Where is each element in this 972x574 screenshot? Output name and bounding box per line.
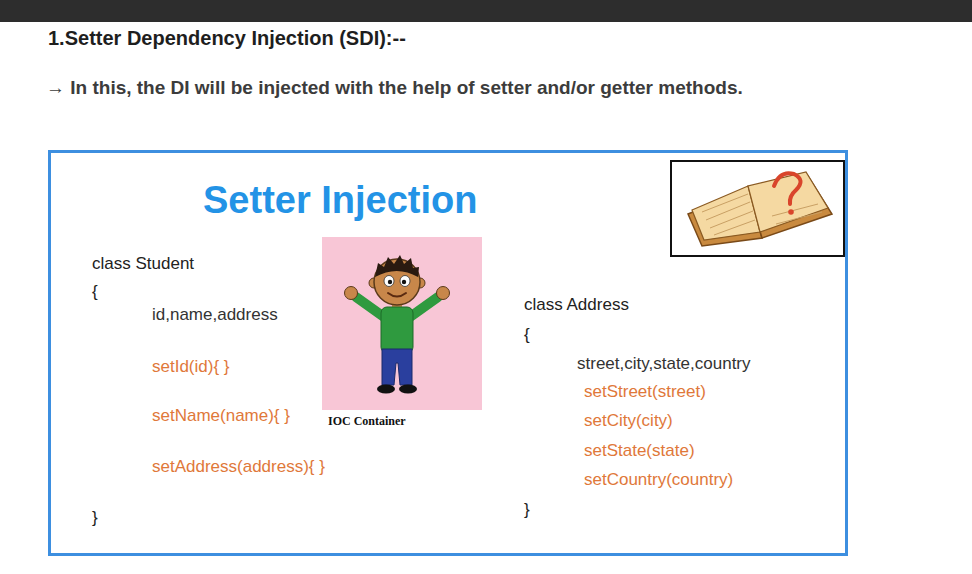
description-text: → In this, the DI will be injected with … (46, 74, 846, 102)
brace: { (524, 324, 530, 346)
top-bar (0, 0, 972, 22)
setter-method: setCity(city) (584, 410, 673, 432)
class-name: class Student (92, 253, 194, 275)
setter-method: setStreet(street) (584, 381, 706, 403)
question-dot (788, 209, 794, 215)
mouth (388, 293, 406, 297)
book-icon (671, 161, 844, 256)
container-label: IOC Container (328, 414, 406, 428)
question-mark (774, 173, 801, 204)
setter-method: setName(name){ } (152, 405, 290, 427)
setter-method: setId(id){ } (152, 356, 230, 378)
page-heading: 1.Setter Dependency Injection (SDI):-- (48, 25, 406, 51)
eye (400, 276, 410, 287)
hand (437, 287, 450, 300)
shoe (377, 385, 395, 394)
boy-illustration (322, 237, 482, 410)
field-list: street,city,state,country (577, 353, 751, 375)
pupil (388, 280, 392, 284)
hand (345, 287, 358, 300)
diagram-frame: Setter Injection IOC Container (48, 150, 848, 556)
icon-frame (671, 161, 844, 256)
brace: } (524, 499, 530, 521)
setter-method: setState(state) (584, 440, 695, 462)
class-name: class Address (524, 294, 629, 316)
frame-title: Setter Injection (203, 178, 478, 222)
page-lines (702, 194, 755, 235)
field-list: id,name,address (152, 304, 278, 326)
book-page (748, 172, 828, 232)
page-lines (772, 204, 822, 224)
hair (375, 255, 419, 277)
ioc-container-box: IOC Container (322, 237, 482, 410)
shirt (381, 307, 413, 353)
shoe (399, 385, 417, 394)
pupil (402, 280, 406, 284)
eye (384, 276, 394, 287)
arm (356, 297, 384, 317)
pants (382, 349, 412, 385)
brace: } (92, 507, 98, 529)
setter-method: setCountry(country) (584, 469, 733, 491)
brace: { (92, 281, 98, 303)
setter-method: setAddress(address){ } (152, 456, 325, 478)
arm (410, 297, 438, 317)
